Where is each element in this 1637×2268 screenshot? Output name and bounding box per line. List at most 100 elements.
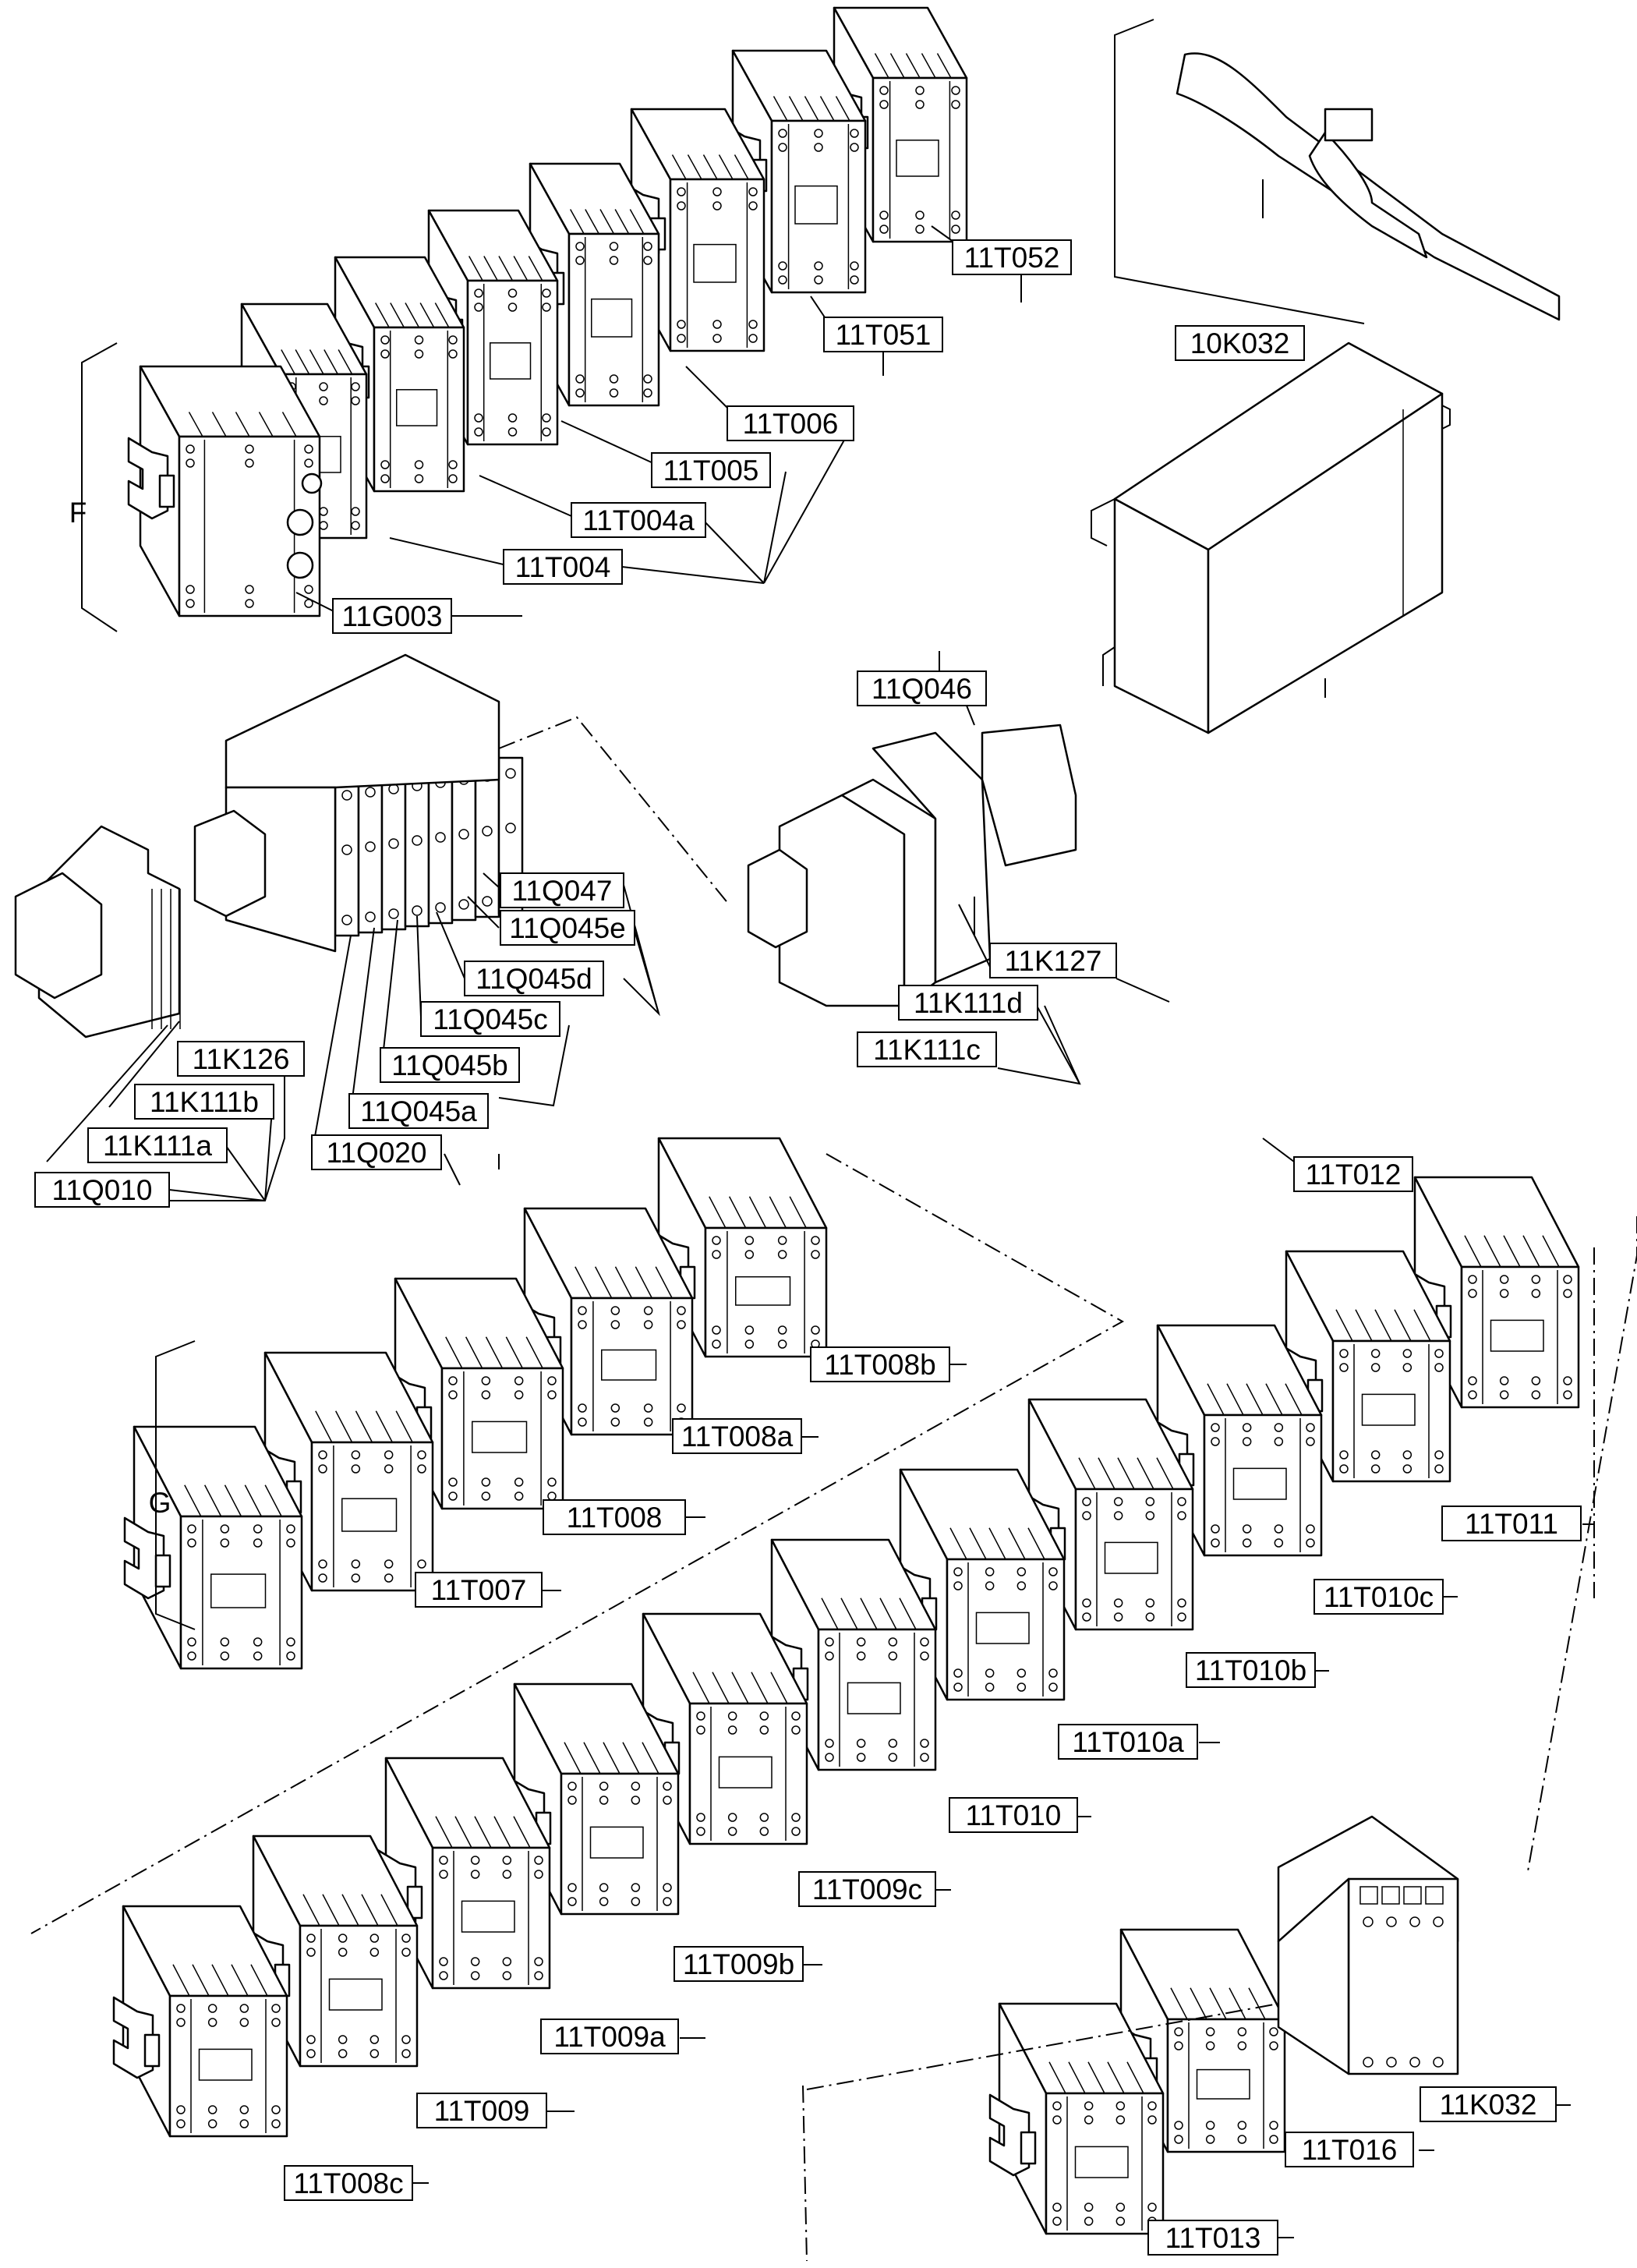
leader-line xyxy=(436,911,465,979)
part-label-11k032: 11K032 xyxy=(1420,2086,1557,2122)
part-label-text: 11T009a xyxy=(553,2021,666,2053)
part-label-text: 11T010a xyxy=(1072,1726,1184,1758)
part-label-11t008b: 11T008b xyxy=(810,1346,950,1382)
group-bracket-g xyxy=(155,1340,196,1630)
part-label-text: 11T013 xyxy=(1165,2222,1261,2254)
leader-line xyxy=(498,1024,570,1107)
leader-line xyxy=(108,1021,180,1108)
leader-line xyxy=(46,1024,168,1162)
part-label-11t009c: 11T009c xyxy=(798,1871,936,1907)
part-label-11t051: 11T051 xyxy=(823,317,943,352)
part-label-11k111b: 11K111b xyxy=(134,1084,274,1120)
part-label-text: 11T008c xyxy=(293,2167,403,2199)
part-label-11t010c: 11T010c xyxy=(1313,1579,1444,1615)
part-label-text: 11T010c xyxy=(1324,1581,1434,1613)
part-label-text: 11T010b xyxy=(1195,1654,1306,1686)
part-label-11t010: 11T010 xyxy=(949,1797,1078,1833)
part-label-text: 11T016 xyxy=(1302,2134,1398,2166)
leader-line xyxy=(381,919,398,1065)
module-drawings xyxy=(30,6,1637,2262)
group-label-f: F xyxy=(69,497,87,529)
part-label-11t008a: 11T008a xyxy=(672,1418,802,1454)
leader-line xyxy=(763,430,850,584)
part-label-11q046: 11Q046 xyxy=(857,670,987,706)
relay-module-row8 xyxy=(375,1757,551,1990)
leader-line xyxy=(810,295,827,320)
leader-line xyxy=(389,537,507,566)
leader-line xyxy=(966,705,975,726)
part-label-11t009b: 11T009b xyxy=(674,1946,804,1982)
part-label-11t010b: 11T010b xyxy=(1186,1652,1316,1688)
relay-module-f7 xyxy=(127,365,321,617)
part-label-11q020: 11Q020 xyxy=(311,1134,442,1170)
part-label-text: 11G003 xyxy=(342,600,443,632)
part-label-10k032: 10K032 xyxy=(1175,325,1305,361)
auxiliary-drawings xyxy=(14,19,1561,2075)
part-label-11g003: 11G003 xyxy=(332,598,452,634)
enclosure-10k032 xyxy=(1091,341,1451,734)
leader-line xyxy=(560,420,656,465)
part-label-11t009: 11T009 xyxy=(416,2093,547,2128)
part-label-text: 11T009b xyxy=(683,1948,794,1980)
leader-line xyxy=(444,1153,461,1186)
leader-line xyxy=(1115,978,1170,1003)
part-label-text: 11Q045c xyxy=(433,1003,547,1035)
leader-line xyxy=(621,566,765,584)
part-label-text: 11Q045e xyxy=(509,912,626,944)
leader-line xyxy=(295,592,336,613)
leader-line xyxy=(311,935,352,1155)
dash-outline xyxy=(30,1153,1125,1934)
part-label-11t009a: 11T009a xyxy=(540,2019,679,2054)
part-label-text: 11Q010 xyxy=(52,1174,153,1206)
part-label-11t008: 11T008 xyxy=(543,1499,686,1535)
part-label-text: 11T009c xyxy=(812,1873,922,1905)
part-label-11t006: 11T006 xyxy=(727,405,854,441)
part-label-11t008c: 11T008c xyxy=(284,2165,413,2201)
leader-line xyxy=(168,1189,266,1201)
part-label-11t004: 11T004 xyxy=(503,549,623,585)
leader-line xyxy=(350,927,375,1112)
part-label-text: 11K111a xyxy=(103,1130,212,1162)
part-label-11k111c: 11K111c xyxy=(857,1031,997,1067)
part-label-11q045e: 11Q045e xyxy=(500,910,635,946)
part-label-text: 11K126 xyxy=(193,1043,290,1075)
knob-icon xyxy=(286,551,314,579)
relay-module-row6 xyxy=(632,1612,808,1845)
part-label-11q010: 11Q010 xyxy=(34,1172,170,1208)
part-label-text: 11T008b xyxy=(824,1349,935,1381)
part-label-text: 11T004 xyxy=(515,551,611,583)
part-label-text: 11T007 xyxy=(431,1574,527,1606)
part-label-text: 11K127 xyxy=(1005,945,1102,977)
part-label-11k111d: 11K111d xyxy=(898,985,1038,1021)
leader-line xyxy=(467,896,500,929)
relay-module-row0 xyxy=(1404,1176,1580,1409)
contactor-11k032 xyxy=(1277,1815,1459,2075)
part-label-text: 11K111b xyxy=(150,1086,259,1118)
leader-line xyxy=(631,919,659,1014)
dash-outline xyxy=(802,2085,808,2262)
group-brackets: FG xyxy=(69,342,196,1630)
part-label-11t005: 11T005 xyxy=(651,452,771,488)
leader-line xyxy=(164,1060,285,1201)
relay-module-g0 xyxy=(648,1137,828,1358)
knob-icon xyxy=(286,508,314,536)
leader-line xyxy=(483,872,501,890)
part-label-text: 11T010 xyxy=(966,1799,1062,1831)
part-label-text: 11K111d xyxy=(914,987,1023,1019)
part-label-text: 10K032 xyxy=(1190,327,1290,359)
part-label-11q045d: 11Q045d xyxy=(464,961,604,996)
part-label-text: 11Q046 xyxy=(872,673,972,705)
knob-icon xyxy=(301,472,323,494)
terminal-block-left xyxy=(14,825,181,1038)
part-label-text: 11T011 xyxy=(1465,1508,1558,1540)
cable-drawing xyxy=(1114,19,1561,324)
leader-line xyxy=(479,475,578,519)
part-label-11k111a: 11K111a xyxy=(87,1127,228,1163)
part-label-11t016: 11T016 xyxy=(1285,2132,1414,2167)
relay-module-row10 xyxy=(112,1905,288,2138)
part-label-text: 11Q045d xyxy=(476,963,592,995)
leader-line xyxy=(763,471,787,584)
part-label-text: 11Q020 xyxy=(327,1137,427,1169)
